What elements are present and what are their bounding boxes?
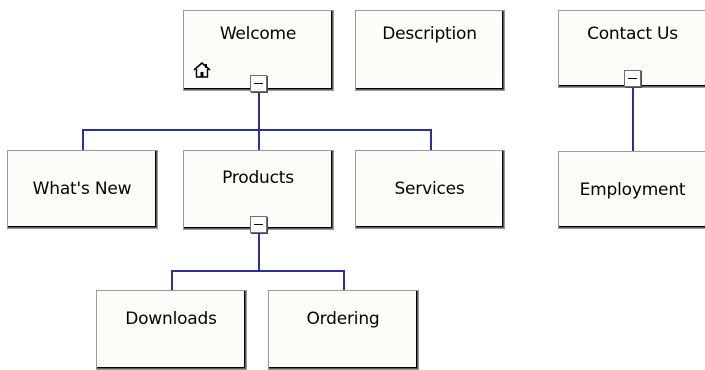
connector-line (343, 270, 345, 290)
connector-line (82, 129, 432, 131)
home-icon (193, 62, 211, 78)
connector-line (82, 129, 84, 150)
page-node-label: What's New (32, 179, 132, 199)
connector-line (171, 270, 345, 272)
connector-line (258, 233, 260, 271)
page-node-description[interactable]: Description (355, 10, 505, 91)
page-node-services[interactable]: Services (355, 150, 505, 229)
connector-line (430, 129, 432, 150)
collapse-toggle-icon[interactable] (250, 75, 267, 92)
collapse-toggle-icon[interactable] (624, 70, 641, 87)
page-node-label: Description (382, 24, 477, 44)
collapse-toggle-icon[interactable] (250, 216, 267, 233)
page-node-label: Contact Us (587, 24, 678, 44)
connector-line (258, 92, 260, 130)
page-node-whats-new[interactable]: What's New (7, 150, 158, 229)
page-node-label: Products (222, 168, 294, 188)
page-node-label: Employment (579, 179, 686, 200)
page-node-label: Services (394, 179, 465, 199)
connector-line (632, 88, 634, 151)
connector-line (258, 129, 260, 150)
page-node-employment[interactable]: Employment (558, 151, 705, 229)
page-node-downloads[interactable]: Downloads (96, 290, 247, 370)
page-node-ordering[interactable]: Ordering (268, 290, 419, 370)
page-node-label: Welcome (219, 24, 297, 44)
connector-line (171, 270, 173, 290)
page-node-label: Downloads (125, 309, 217, 329)
page-node-label: Ordering (306, 309, 380, 329)
